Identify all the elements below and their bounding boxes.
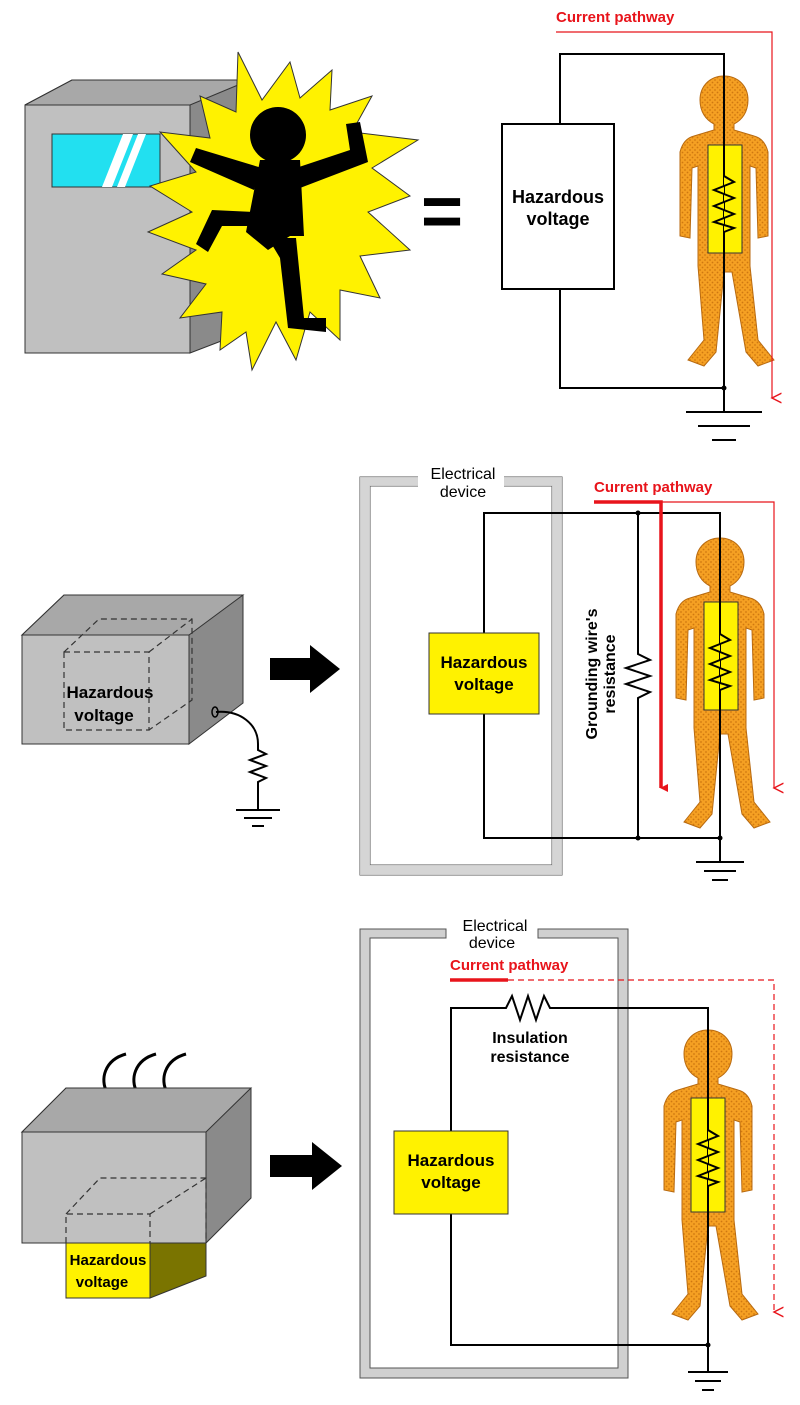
device-label-line2: device: [440, 484, 486, 501]
right-arrow-icon: [270, 645, 340, 693]
resistor-icon: [502, 992, 556, 1024]
hazardous-voltage-box: [501, 123, 615, 290]
device-label-line2: device: [469, 935, 515, 952]
device-label-line1: Electrical: [431, 466, 496, 483]
hazard-label-line1: Hazardous: [408, 1151, 495, 1170]
current-pathway-label: Current pathway: [450, 957, 569, 974]
box-hazard-line2: voltage: [76, 1274, 129, 1291]
panel-2-grounded-device: Hazardous voltage Electrical device: [20, 466, 774, 881]
hazard-label-line2: voltage: [421, 1173, 481, 1192]
body-resistor: [703, 513, 739, 838]
hazardous-voltage-box: [428, 632, 540, 715]
current-pathway-label: Current pathway: [594, 479, 713, 496]
body-resistor: [690, 1008, 726, 1345]
resistor-icon: [694, 1124, 722, 1194]
panel-1-electric-shock: = Hazardous voltage Current pathway: [24, 9, 774, 441]
resistor-icon: [710, 170, 738, 240]
current-pathway-body-arrow: [661, 501, 774, 788]
box-hazard-line1: Hazardous: [70, 1252, 147, 1269]
grounded-box: Hazardous voltage: [20, 594, 245, 746]
ground-symbol-icon: [696, 838, 744, 881]
person-silhouette-icon: [190, 107, 368, 332]
insulation-label-line2: resistance: [490, 1049, 569, 1066]
ground-label-line1: Grounding wire's: [584, 608, 601, 739]
resistor-icon: [706, 628, 734, 698]
hazardous-voltage-box: [393, 1130, 509, 1215]
right-arrow-icon: [270, 1142, 342, 1190]
electrical-device-outline: [359, 928, 629, 1379]
hazard-label-line2: voltage: [454, 675, 514, 694]
insulation-label-line1: Insulation: [492, 1030, 568, 1047]
current-pathway-label: Current pathway: [556, 9, 675, 26]
current-pathway-dashed-arrow: [508, 979, 774, 1312]
hazard-label-line1: Hazardous: [441, 653, 528, 672]
failing-box: Hazardous voltage: [20, 1087, 253, 1299]
box-hazard-line2: voltage: [74, 706, 134, 725]
hazard-label-line1: Hazardous: [512, 187, 604, 207]
heat-arrows-icon: [102, 1052, 187, 1093]
ground-label-line2: resistance: [602, 634, 619, 713]
ground-symbol-icon: [686, 388, 762, 441]
body-resistor: [707, 54, 743, 388]
equals-sign: =: [421, 172, 463, 252]
hazard-label-line2: voltage: [526, 209, 589, 229]
device-label-line1: Electrical: [463, 918, 528, 935]
current-pathway-arrow: [556, 31, 772, 398]
panel-3-insulation-failure: Hazardous voltage Electrical device Insu…: [20, 918, 774, 1391]
ground-symbol-icon: [688, 1345, 728, 1391]
ground-wire: [211, 706, 280, 827]
box-hazard-line1: Hazardous: [67, 683, 154, 702]
